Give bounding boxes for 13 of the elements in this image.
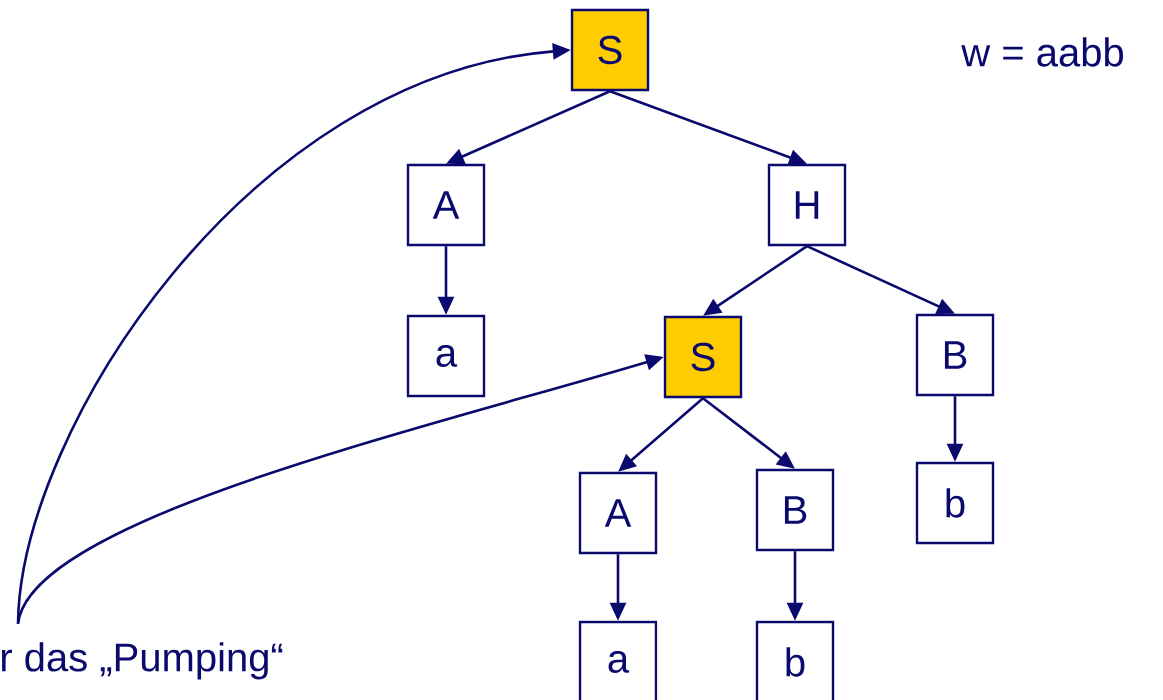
symbol-box: b: [915, 461, 995, 545]
symbol-box: A: [406, 163, 486, 247]
symbol-box: S: [570, 8, 650, 92]
caption-text: r das „Pumping“: [1, 642, 283, 680]
symbol-box: a: [406, 314, 486, 398]
symbol-box: S: [663, 315, 743, 399]
symbol-box: A: [578, 471, 658, 555]
symbol-box: B: [755, 468, 835, 552]
symbol-box: B: [915, 313, 995, 397]
word-label: w = aabb: [961, 37, 1123, 67]
symbol-box: H: [767, 163, 847, 247]
symbol-box: b: [755, 620, 835, 700]
symbol-box: a: [578, 620, 658, 700]
